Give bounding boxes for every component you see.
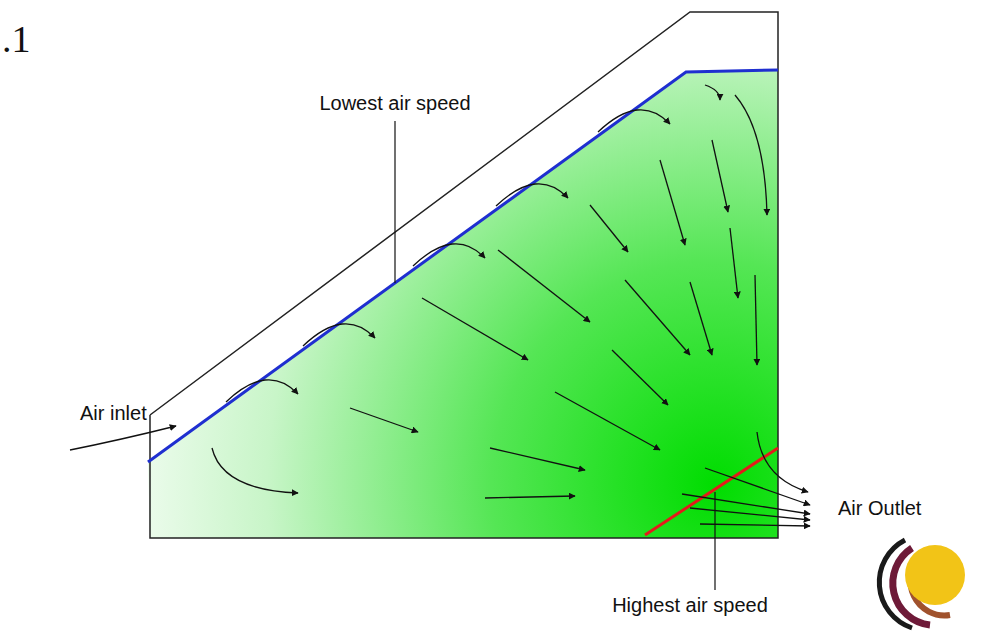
leader-line: [714, 492, 715, 590]
label-text: Air inlet: [80, 402, 147, 425]
label-text: .1: [2, 18, 31, 62]
dryer-outline: [150, 12, 778, 538]
drying-chamber-fill: [148, 70, 778, 538]
absorber-line: [148, 70, 778, 462]
label-text: Lowest air speed: [319, 92, 470, 115]
leader-line: [394, 121, 395, 283]
airflow-arrows: [70, 85, 810, 526]
label-text: Air Outlet: [838, 497, 921, 520]
label-text: Highest air speed: [612, 594, 768, 617]
outlet-line: [645, 448, 778, 535]
logo: [879, 540, 965, 628]
